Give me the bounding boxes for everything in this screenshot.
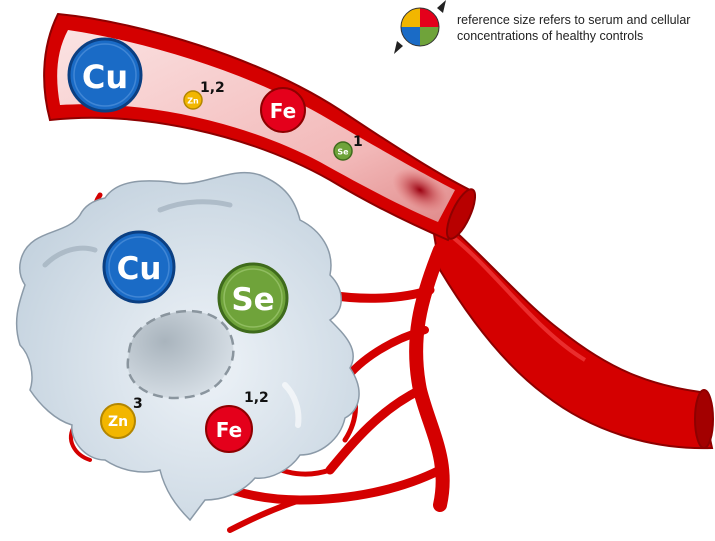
zinc-cell-footnote: 3 (133, 396, 143, 412)
iron-serum-marker: Fe (260, 87, 306, 133)
main-vessel-outlet (428, 207, 714, 450)
iron-cell-footnote: 1,2 (244, 390, 269, 406)
iron-cell-label: Fe (216, 418, 242, 442)
nucleus (126, 309, 235, 400)
arrow-up-icon (394, 41, 403, 54)
iron-serum-label: Fe (270, 99, 296, 123)
copper-serum-marker: Cu (67, 37, 143, 113)
iron-cell-marker: Fe 1,2 (205, 390, 269, 453)
arrow-down-icon (437, 0, 446, 13)
zinc-serum-label: Zn (187, 97, 199, 106)
zinc-cell-label: Zn (108, 414, 128, 430)
copper-cell-marker: Cu (102, 230, 176, 304)
legend-caption: reference size refers to serum and cellu… (457, 13, 691, 43)
selenium-serum-marker: Se 1 (333, 134, 363, 161)
zinc-serum-footnote: 1,2 (200, 80, 225, 96)
zinc-serum-marker: Zn 1,2 (183, 80, 225, 110)
selenium-cell-label: Se (231, 282, 274, 318)
serum-vessel (43, 12, 477, 242)
zinc-cell-marker: Zn 3 (100, 396, 143, 439)
selenium-cell-marker: Se (217, 262, 289, 334)
copper-serum-label: Cu (82, 58, 128, 96)
legend-quadrant-icon (394, 0, 446, 54)
selenium-serum-footnote: 1 (353, 134, 363, 150)
selenium-serum-label: Se (337, 148, 349, 157)
copper-cell-label: Cu (117, 251, 162, 287)
